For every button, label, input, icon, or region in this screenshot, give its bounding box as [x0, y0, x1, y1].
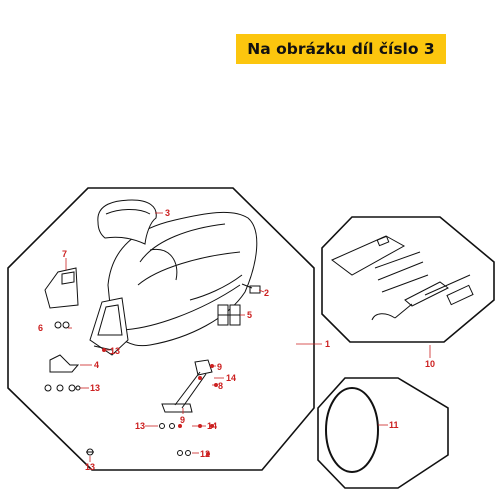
bracket-part-4	[49, 354, 80, 373]
bolt-row-12	[177, 450, 191, 456]
toolkit-frame	[321, 216, 495, 343]
callout-7: 7	[62, 249, 67, 259]
leader-dots	[102, 348, 218, 456]
leader-lines	[65, 212, 431, 462]
callout-3: 3	[165, 208, 170, 218]
callout-13-a: 13	[110, 346, 120, 356]
nut-row-13	[44, 384, 81, 392]
stand-part-8	[161, 359, 213, 413]
callout-10: 10	[425, 359, 435, 369]
callout-14-a: 14	[226, 373, 236, 383]
ring-frame	[317, 377, 449, 489]
callout-1: 1	[325, 339, 330, 349]
backrest	[97, 199, 157, 245]
bolt-part-6	[54, 321, 70, 329]
callout-4: 4	[94, 360, 99, 370]
callout-2: 2	[264, 288, 269, 298]
callout-5: 5	[247, 310, 252, 320]
callout-13-b: 13	[90, 383, 100, 393]
bolt-13c	[86, 448, 94, 456]
seat-latch-bracket	[89, 297, 129, 356]
callout-11: 11	[389, 420, 399, 430]
callout-9-a: 9	[217, 362, 222, 372]
callout-14-b: 14	[207, 421, 217, 431]
callout-12: 12	[200, 449, 210, 459]
seat-cover-panel	[44, 267, 79, 309]
callout-6: 6	[38, 323, 43, 333]
main-assembly-frame	[7, 187, 315, 471]
toolkit-contents	[331, 235, 474, 321]
hinge-part-2	[241, 283, 261, 294]
part-number-banner: Na obrázku díl číslo 3	[236, 34, 446, 64]
callout-13-d: 13	[85, 462, 95, 472]
bolt-row-13b	[159, 423, 175, 429]
callout-9-b: 9	[180, 415, 185, 425]
callout-8: 8	[218, 381, 223, 391]
callout-13-c: 13	[135, 421, 145, 431]
banner-text: Na obrázku díl číslo 3	[247, 40, 435, 58]
rubber-ring	[325, 387, 379, 473]
